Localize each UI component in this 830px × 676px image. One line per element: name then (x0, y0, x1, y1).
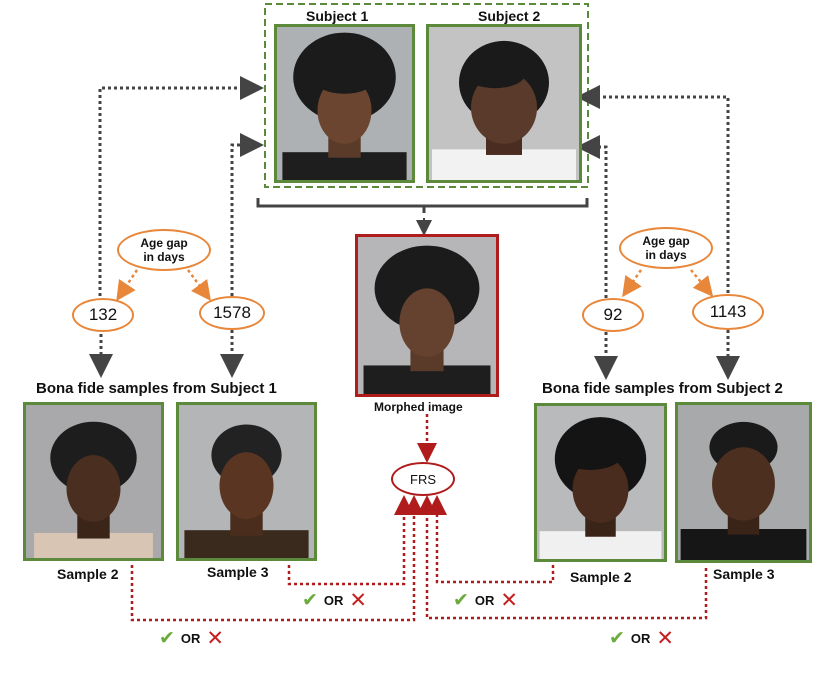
bona-fide-s2-title: Bona fide samples from Subject 2 (542, 380, 783, 397)
cross-icon: ✕ (206, 627, 225, 650)
age-gap-line1: Age gap (642, 234, 690, 248)
s1-sample3-label: Sample 3 (207, 564, 269, 580)
verdict-s1-sample2: ✔ OR ✕ (159, 628, 224, 649)
or-label: OR (474, 593, 495, 608)
cross-icon: ✕ (500, 589, 519, 612)
check-icon: ✔ (609, 628, 625, 649)
subject-1-label: Subject 1 (306, 8, 369, 24)
morphed-label: Morphed image (374, 400, 463, 414)
check-icon: ✔ (159, 628, 175, 649)
or-label: OR (323, 593, 344, 608)
s1-sample2-photo (23, 402, 164, 561)
frs-node: FRS (391, 462, 455, 496)
s2-sample3-photo (675, 402, 812, 563)
verdict-s2-sample3: ✔ OR ✕ (609, 628, 674, 649)
gap-s2-sample2: 92 (582, 298, 644, 332)
check-icon: ✔ (453, 590, 469, 611)
check-icon: ✔ (302, 590, 318, 611)
verdict-s1-sample3: ✔ OR ✕ (302, 590, 367, 611)
age-gap-line2: in days (645, 248, 687, 262)
age-gap-line1: Age gap (140, 236, 188, 250)
verdict-s2-sample2: ✔ OR ✕ (453, 590, 518, 611)
age-gap-line2: in days (143, 250, 185, 264)
or-label: OR (630, 631, 651, 646)
s2-sample3-label: Sample 3 (713, 566, 775, 582)
cross-icon: ✕ (349, 589, 368, 612)
or-label: OR (180, 631, 201, 646)
age-gap-oval-left: Age gap in days (117, 229, 211, 271)
cross-icon: ✕ (656, 627, 675, 650)
brace (256, 198, 589, 208)
s1-sample3-photo (176, 402, 317, 561)
s1-sample2-label: Sample 2 (57, 566, 119, 582)
gap-s1-sample3: 1578 (199, 296, 265, 330)
subject-2-label: Subject 2 (478, 8, 541, 24)
gap-s2-sample3: 1143 (692, 294, 764, 330)
subject-1-photo (274, 24, 415, 183)
age-gap-oval-right: Age gap in days (619, 227, 713, 269)
morphed-photo (355, 234, 499, 397)
s2-sample2-label: Sample 2 (570, 569, 632, 585)
s2-sample2-photo (534, 403, 667, 562)
gap-s1-sample2: 132 (72, 298, 134, 332)
subject-2-photo (426, 24, 582, 183)
bona-fide-s1-title: Bona fide samples from Subject 1 (36, 380, 277, 397)
